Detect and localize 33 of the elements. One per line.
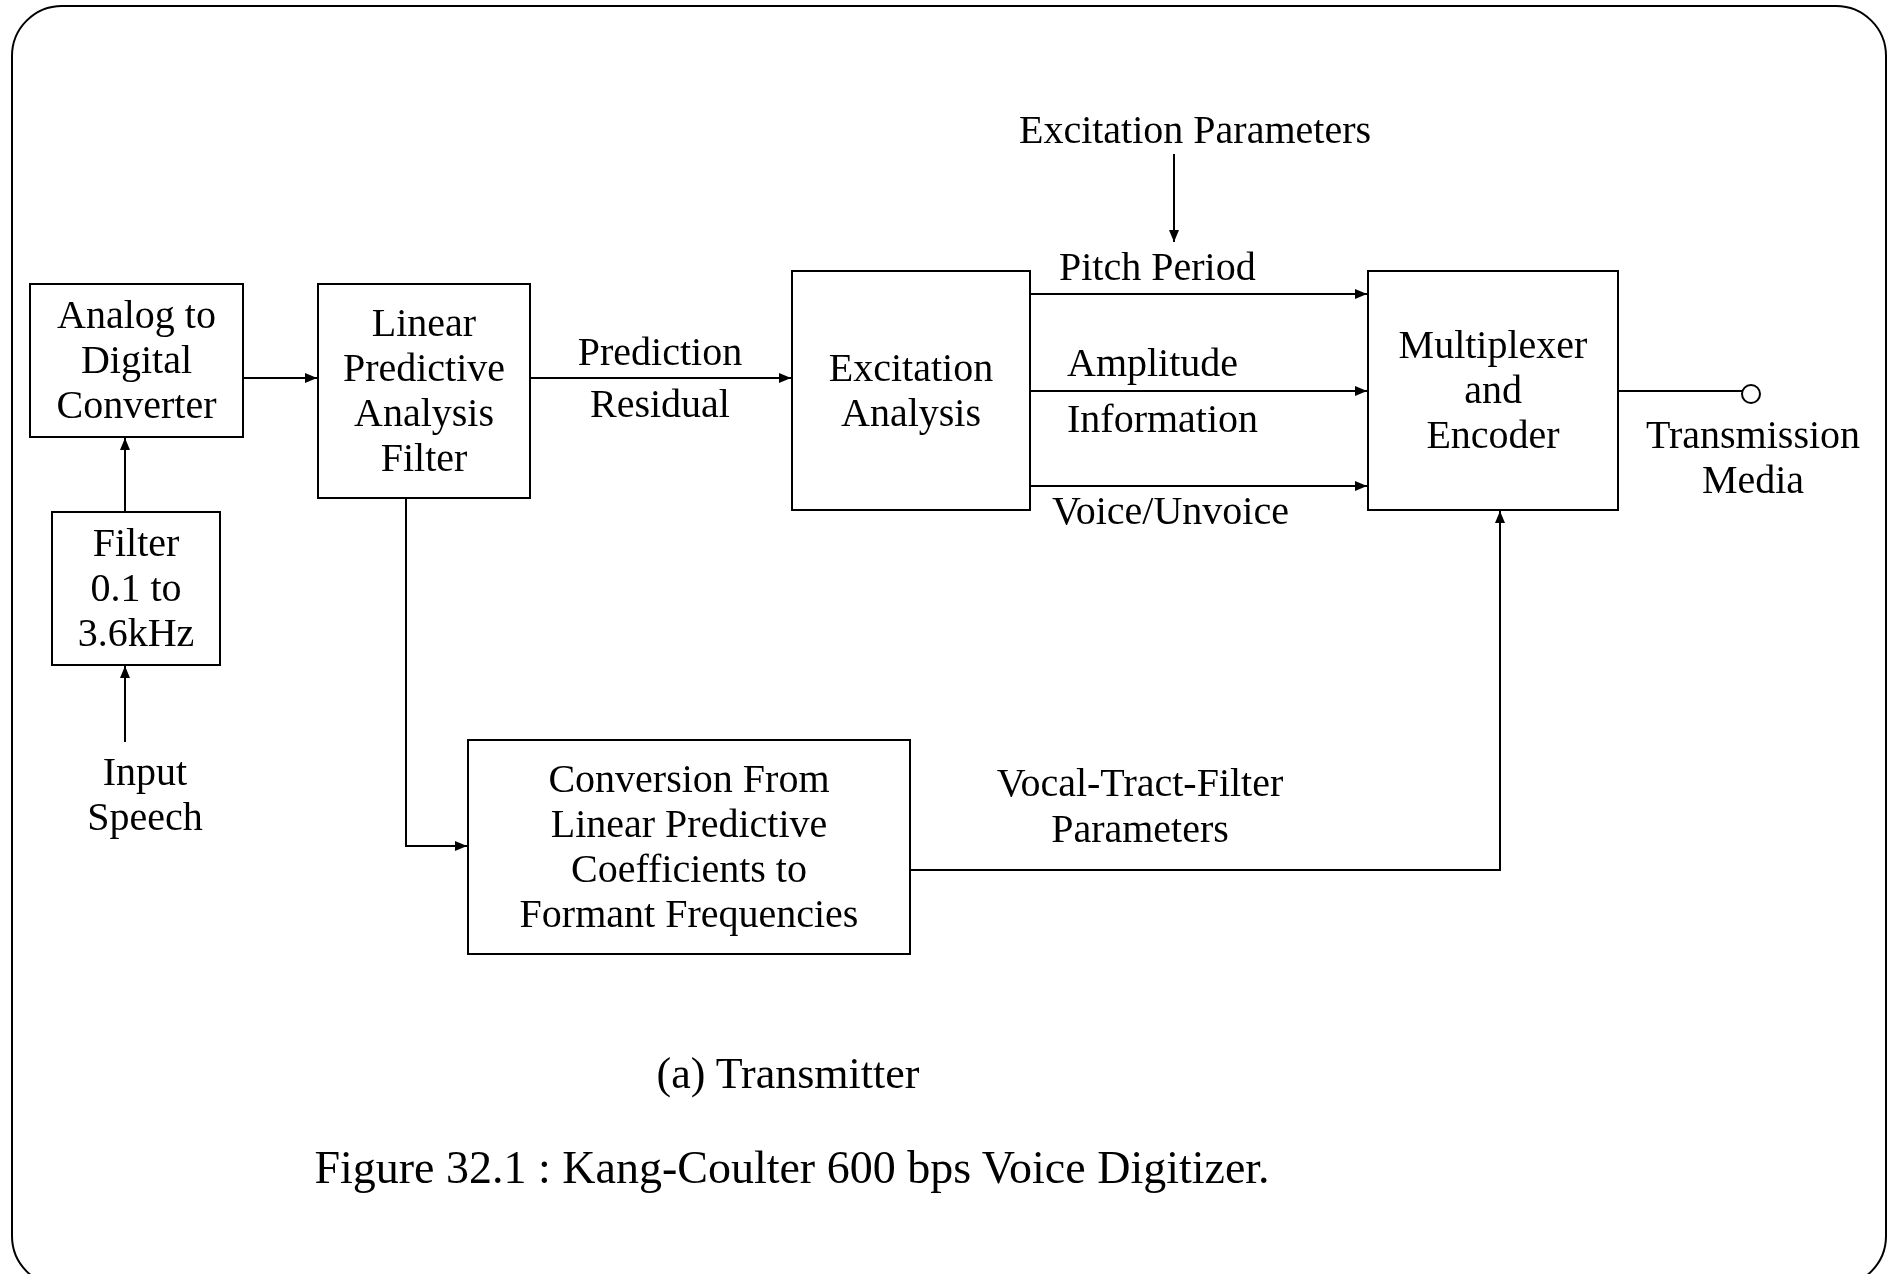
box-label: Analog to Digital Converter [55, 293, 218, 428]
arrow [530, 373, 792, 383]
edge-label: Amplitude Information [1067, 339, 1260, 443]
input-label: Input Speech [75, 742, 215, 847]
converter-box [29, 283, 244, 438]
arrow [405, 498, 468, 851]
subfigure-label: (a) Transmitter [655, 1048, 921, 1100]
box-label: Conversion From Linear Predictive Coefficients to Formant Frequencies [518, 757, 860, 937]
arrow [1030, 481, 1368, 491]
excitation-analysis-box [791, 270, 1031, 511]
box-label: Excitation Analysis [827, 345, 995, 436]
edge-label: Vocal-Tract-Filter Parameters [995, 760, 1285, 852]
conversion-box [467, 739, 911, 955]
arrow [910, 510, 1505, 871]
filter-box [51, 511, 221, 666]
edge-label: Prediction Residual [576, 328, 744, 428]
edge-label: Voice/Unvoice [1052, 488, 1290, 534]
figure-caption: Figure 32.1 : Kang-Coulter 600 bps Voice Digitizer. [313, 1141, 1271, 1195]
edge-label: Pitch Period [1059, 244, 1257, 290]
parameters-label: Excitation Parameters [975, 106, 1415, 154]
box-label: Multiplexer and Encoder [1398, 323, 1588, 458]
terminal-line [1618, 384, 1761, 404]
arrow [1030, 386, 1368, 396]
multiplexer-box [1367, 270, 1619, 511]
analysis-filter-box [317, 283, 531, 499]
arrow [120, 665, 130, 743]
arrow [120, 437, 130, 512]
box-label: Linear Predictive Analysis Filter [341, 301, 507, 481]
arrow [1030, 289, 1368, 299]
arrow [243, 373, 318, 383]
box-label: Filter 0.1 to 3.6kHz [76, 521, 196, 656]
arrow [1169, 153, 1179, 243]
output-label: Transmission Media [1625, 403, 1881, 513]
